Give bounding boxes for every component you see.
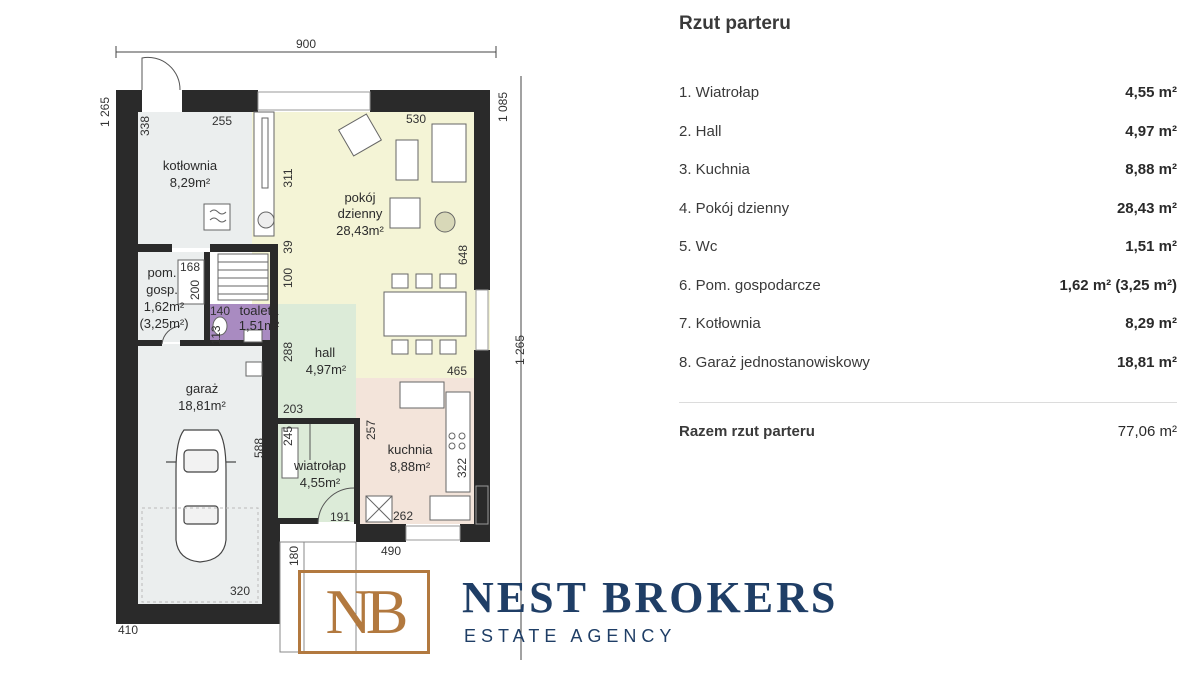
room-area-pokoj: 28,43m²	[336, 223, 384, 238]
row-area: 4,97 m²	[1125, 123, 1177, 140]
dim-39: 39	[281, 240, 295, 254]
logo-brand-name: NEST BROKERS	[462, 573, 839, 622]
table-row: 8. Garaż jednostanowiskowy 18,81 m²	[679, 354, 1177, 376]
table-divider	[679, 402, 1177, 403]
row-name: 4. Pokój dzienny	[679, 200, 790, 217]
floor-plan: kotłownia 8,29m² pokój dzienny 28,43m² p…	[98, 37, 527, 660]
room-fill-kotlownia	[138, 112, 252, 248]
room-area-toaleta: 1,51m²	[239, 318, 280, 333]
dim-1265-right: 1 265	[513, 335, 527, 365]
logo-tagline: ESTATE AGENCY	[464, 626, 677, 646]
total-name: Razem rzut parteru	[679, 423, 815, 440]
dim-262: 262	[393, 509, 413, 523]
dim-257: 257	[364, 420, 378, 440]
windows	[257, 91, 489, 541]
dim-100: 100	[281, 268, 295, 288]
room-name-kotlownia: kotłownia	[163, 158, 218, 173]
room-area-wiatrolap: 4,55m²	[300, 475, 341, 490]
table-total-row: Razem rzut parteru 77,06 m²	[679, 423, 1177, 445]
walls	[116, 90, 490, 624]
room-name-toaleta: toaleta	[239, 303, 279, 318]
dim-338: 338	[138, 116, 152, 136]
dim-900: 900	[296, 37, 316, 51]
row-name: 2. Hall	[679, 123, 722, 140]
row-name: 5. Wc	[679, 238, 718, 255]
room-area-kotlownia: 8,29m²	[170, 175, 211, 190]
room-area-hall: 4,97m²	[306, 362, 347, 377]
dim-288: 288	[281, 342, 295, 362]
room-area-pomgosp: 1,62m²	[144, 299, 185, 314]
doors	[141, 56, 355, 525]
row-area: 8,88 m²	[1125, 161, 1177, 178]
row-area: 1,62 m² (3,25 m²)	[1059, 277, 1177, 294]
dim-311: 311	[281, 168, 295, 187]
row-name: 3. Kuchnia	[679, 161, 750, 178]
room-name-pokoj: pokój	[344, 190, 375, 205]
dimension-labels: 900 1 265 1 085 1 265 338 255 530 311 39…	[98, 37, 527, 637]
row-area: 28,43 m²	[1116, 200, 1177, 217]
dim-168: 168	[180, 260, 200, 274]
room-area-garaz: 18,81m²	[178, 398, 226, 413]
dim-140: 140	[210, 304, 230, 318]
dim-490: 490	[381, 544, 401, 558]
table-row: 5. Wc 1,51 m²	[679, 238, 1177, 260]
fixtures	[177, 203, 299, 479]
table-row: 7. Kotłownia 8,29 m²	[679, 315, 1177, 337]
garage-door-swing	[141, 507, 259, 603]
dimension-lines	[115, 46, 522, 660]
dim-191: 191	[330, 510, 350, 524]
dim-320: 320	[230, 584, 250, 598]
dim-200: 200	[188, 280, 202, 300]
row-area: 1,51 m²	[1125, 238, 1177, 255]
dim-180: 180	[287, 546, 301, 566]
room-name2-pokoj: dzienny	[338, 206, 383, 221]
table-row: 2. Hall 4,97 m²	[679, 123, 1177, 145]
dim-245: 245	[281, 426, 295, 446]
room-name2-pomgosp: gosp.	[146, 282, 178, 297]
room-name-pomgosp: pom.	[148, 265, 177, 280]
car-icon	[166, 429, 236, 563]
nest-brokers-logo: NB NEST BROKERS ESTATE AGENCY	[298, 570, 900, 658]
logo-mark-letters: NB	[325, 576, 409, 647]
dim-1265-left: 1 265	[98, 97, 112, 127]
dim-588: 588	[252, 438, 266, 458]
row-area: 4,55 m²	[1125, 84, 1177, 101]
row-name: 6. Pom. gospodarcze	[679, 277, 821, 294]
dim-322: 322	[455, 458, 469, 478]
row-area: 8,29 m²	[1125, 315, 1177, 332]
room-name-hall: hall	[315, 345, 335, 360]
stairs	[217, 253, 269, 301]
room-area-kuchnia: 8,88m²	[390, 459, 431, 474]
room-name-wiatrolap: wiatrołap	[293, 458, 346, 473]
room-name-kuchnia: kuchnia	[388, 442, 434, 457]
row-name: 8. Garaż jednostanowiskowy	[679, 354, 870, 371]
furniture-living	[253, 111, 467, 355]
table-row: 3. Kuchnia 8,88 m²	[679, 161, 1177, 183]
row-name: 7. Kotłownia	[679, 315, 761, 332]
dim-530: 530	[406, 112, 426, 126]
dim-255: 255	[212, 114, 232, 128]
room-area2-pomgosp: (3,25m²)	[139, 316, 188, 331]
row-area: 18,81 m²	[1116, 354, 1177, 371]
dim-113: 113	[209, 325, 223, 344]
table-row: 6. Pom. gospodarcze 1,62 m² (3,25 m²)	[679, 277, 1177, 299]
dim-1085: 1 085	[496, 92, 510, 122]
table-row: 1. Wiatrołap 4,55 m²	[679, 84, 1177, 106]
row-name: 1. Wiatrołap	[679, 84, 760, 101]
table-row: 4. Pokój dzienny 28,43 m²	[679, 200, 1177, 222]
dim-410: 410	[118, 623, 138, 637]
room-labels: kotłownia 8,29m² pokój dzienny 28,43m² p…	[139, 158, 433, 490]
dim-203: 203	[283, 402, 303, 416]
room-name-garaz: garaż	[186, 381, 219, 396]
room-fill-hall	[278, 304, 356, 424]
dim-648: 648	[456, 245, 470, 265]
furniture-kitchen	[365, 381, 471, 523]
total-area: 77,06 m²	[1117, 423, 1177, 440]
dim-465: 465	[447, 364, 467, 378]
table-title: Rzut parteru	[679, 13, 791, 34]
logo-mark: NB	[298, 570, 430, 654]
